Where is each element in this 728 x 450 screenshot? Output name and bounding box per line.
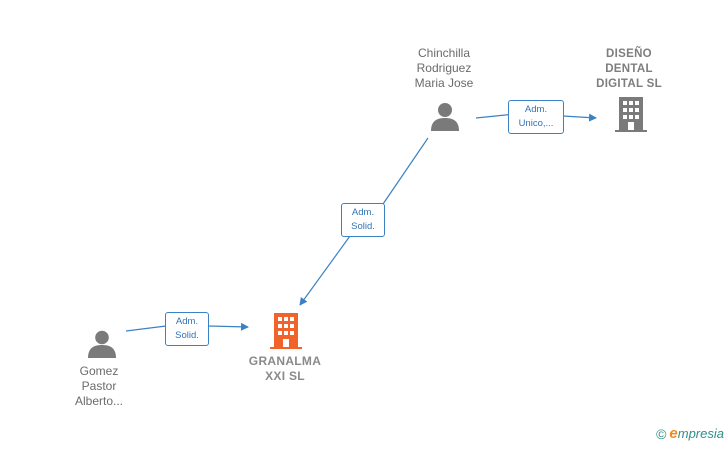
edge-label-gomez-granalma[interactable]: Adm. Solid. (165, 312, 209, 346)
edge-label-chinchilla-diseno[interactable]: Adm. Unico,... (508, 100, 564, 134)
person-label-chinchilla[interactable]: Chinchilla Rodriguez Maria Jose (414, 46, 474, 90)
building-icon[interactable] (615, 97, 647, 132)
edge-label-chinchilla-granalma[interactable]: Adm. Solid. (341, 203, 385, 237)
copyright-symbol: © (656, 425, 667, 442)
building-icon[interactable] (270, 313, 302, 349)
person-icon[interactable] (430, 101, 460, 131)
brand-name: mpresia (677, 426, 724, 441)
person-icon[interactable] (87, 329, 117, 358)
company-label-diseno[interactable]: DISEÑO DENTAL DIGITAL SL (596, 48, 662, 90)
person-label-gomez[interactable]: Gomez Pastor Alberto... (74, 364, 124, 408)
company-label-granalma[interactable]: GRANALMA XXI SL (248, 354, 322, 383)
brand-logo: © empresia (656, 425, 724, 442)
edge-chinchilla-granalma (300, 137, 429, 305)
edge-gomez-granalma (125, 326, 248, 331)
brand-initial: e (669, 425, 678, 442)
